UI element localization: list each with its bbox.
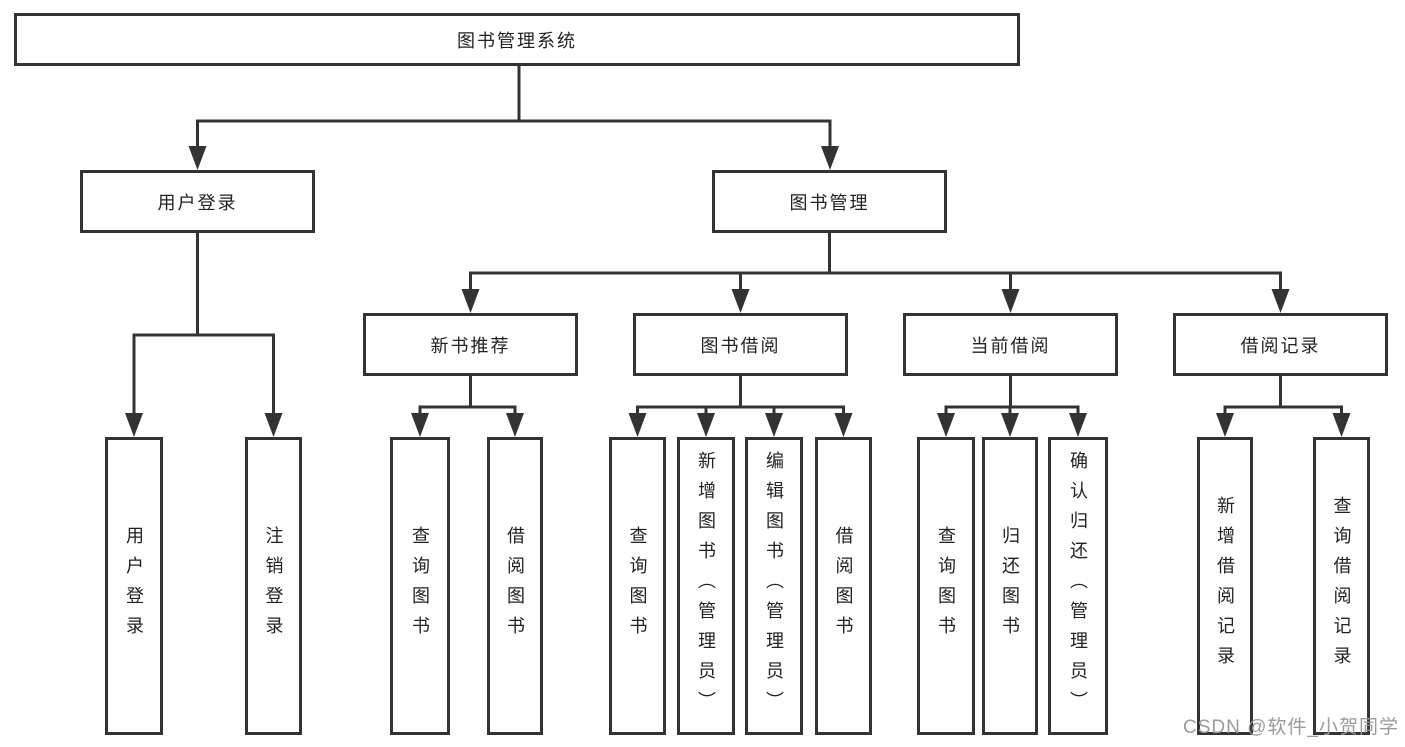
node-book-borrowing: 图书借阅 <box>633 313 848 376</box>
node-label: 当前借阅 <box>970 335 1051 356</box>
node-label: 新增借阅记录 <box>1215 496 1235 676</box>
leaf-query-books-current: 查询图书 <box>917 437 975 735</box>
node-label: 注销登录 <box>263 526 284 646</box>
leaf-add-borrow-record: 新增借阅记录 <box>1197 437 1253 735</box>
node-label: 图书管理系统 <box>457 30 577 51</box>
arrowheads <box>125 146 1351 437</box>
node-new-book-recommend: 新书推荐 <box>363 313 578 376</box>
node-book-management: 图书管理 <box>712 170 947 233</box>
node-label: 查询图书 <box>410 526 430 646</box>
node-label: 用户登录 <box>157 192 238 213</box>
node-label: 查询图书 <box>627 526 648 646</box>
leaf-borrow-books-borrowing: 借阅图书 <box>815 437 872 735</box>
node-label: 编辑图书（管理员） <box>764 451 784 721</box>
leaf-query-books-recommend: 查询图书 <box>390 437 450 735</box>
node-borrowing-records: 借阅记录 <box>1173 313 1388 376</box>
leaf-return-books: 归还图书 <box>982 437 1038 735</box>
leaf-logout: 注销登录 <box>245 437 302 735</box>
node-label: 借阅图书 <box>833 526 854 646</box>
leaf-edit-books-admin: 编辑图书（管理员） <box>745 437 803 735</box>
node-label: 图书借阅 <box>700 335 781 356</box>
leaf-query-books-borrowing: 查询图书 <box>609 437 666 735</box>
node-label: 归还图书 <box>1000 526 1020 646</box>
leaf-confirm-return-admin: 确认归还（管理员） <box>1048 437 1108 735</box>
node-library-management-system: 图书管理系统 <box>14 13 1020 66</box>
node-label: 查询借阅记录 <box>1331 496 1352 676</box>
leaf-user-login: 用户登录 <box>105 437 163 735</box>
node-label: 查询图书 <box>936 526 956 646</box>
leaf-query-borrow-record: 查询借阅记录 <box>1313 437 1370 735</box>
node-label: 借阅图书 <box>505 526 525 646</box>
node-label: 借阅记录 <box>1240 335 1321 356</box>
node-label: 确认归还（管理员） <box>1068 451 1088 721</box>
node-label: 新增图书（管理员） <box>696 451 716 721</box>
node-user-login: 用户登录 <box>80 170 315 233</box>
node-label: 新书推荐 <box>430 335 511 356</box>
leaf-borrow-books-recommend: 借阅图书 <box>487 437 543 735</box>
node-label: 用户登录 <box>124 526 144 646</box>
node-label: 图书管理 <box>789 192 870 213</box>
node-current-borrowing: 当前借阅 <box>903 313 1118 376</box>
csdn-watermark: CSDN @软件_小贺同学 <box>1183 717 1399 738</box>
leaf-add-books-admin: 新增图书（管理员） <box>677 437 735 735</box>
